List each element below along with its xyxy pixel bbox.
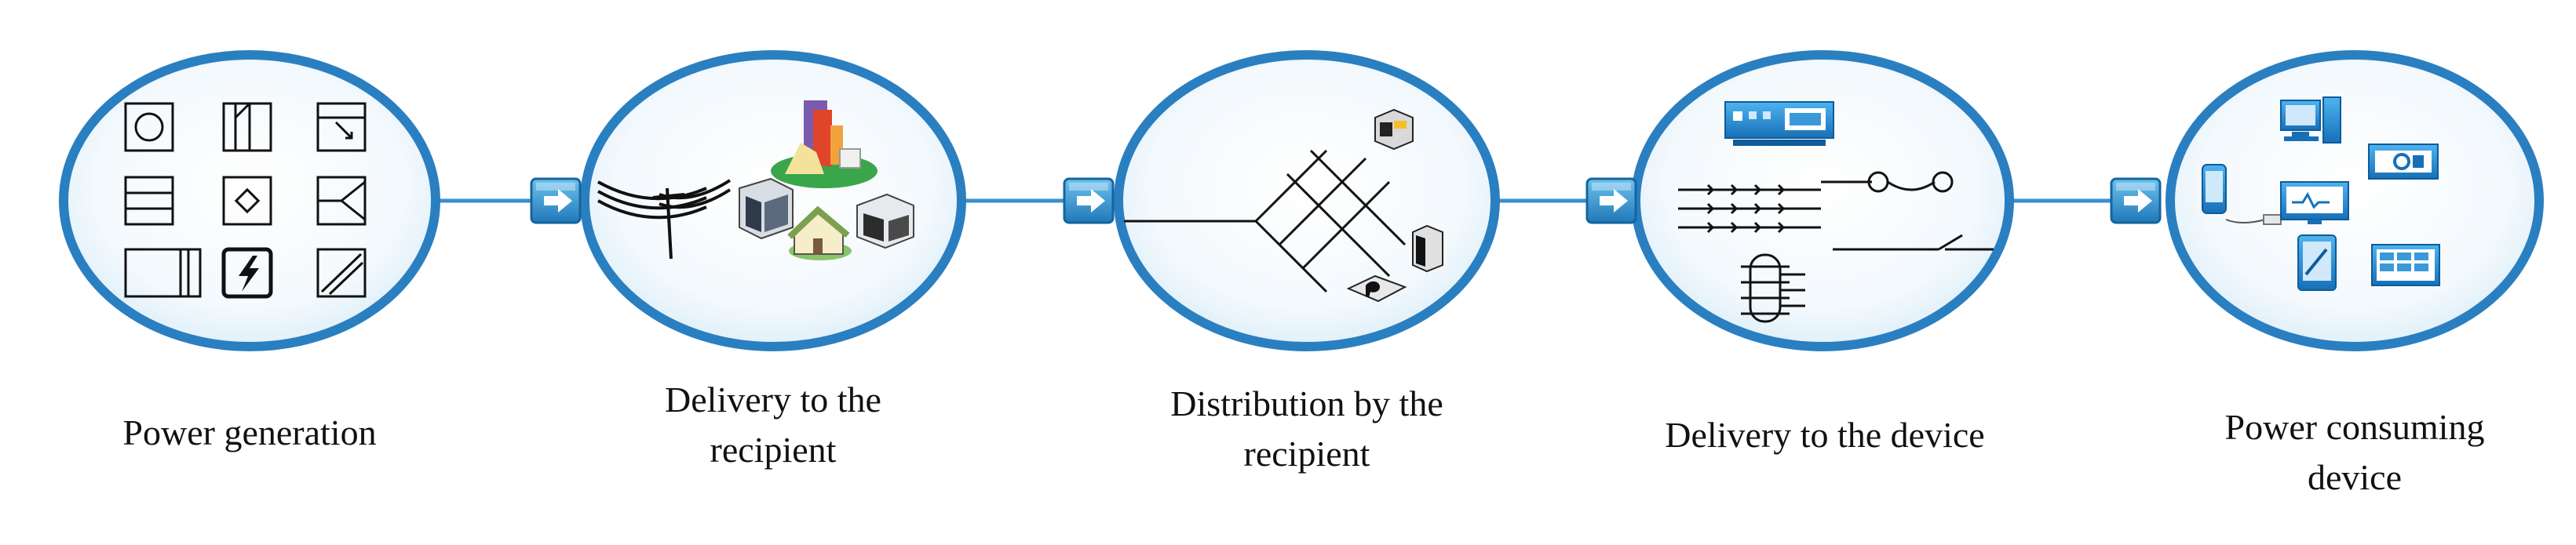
switchboard-schematic-icon (1678, 101, 1994, 323)
office-building-icon (739, 177, 794, 240)
arrow-right-icon (530, 177, 582, 224)
mobile-phone-icon (2202, 164, 2282, 225)
stage-5-ellipse (2166, 50, 2544, 351)
stage-label-delivery-to-recipient: Delivery to the recipient (665, 380, 881, 470)
consumer-devices-icon (2202, 96, 2440, 291)
generator-symbols-grid-icon (124, 102, 367, 299)
meter-icon (1374, 108, 1414, 151)
mouse-pad-icon (1346, 274, 1407, 303)
arrow-right-icon (2110, 177, 2162, 224)
desktop-computer-icon (2280, 96, 2341, 144)
monitor-icon (2280, 181, 2349, 224)
store-icon (856, 193, 914, 249)
crossing-lines-network-icon (1124, 149, 1407, 293)
router-icon (2368, 144, 2439, 180)
arrow-boxes (530, 177, 2162, 224)
stage-1-ellipse (59, 50, 440, 351)
cabinet-icon (1412, 224, 1443, 273)
stage-label-distribution-by-recipient: Distribution by the recipient (1170, 383, 1443, 474)
stage-label-delivery-to-device: Delivery to the device (1665, 415, 1985, 455)
panel-icon (1724, 101, 1834, 146)
factory-icon (771, 100, 878, 188)
keypad-icon (2371, 244, 2440, 286)
stage-label-power-generation: Power generation (122, 412, 377, 452)
stage-label-power-consuming-device: Power consuming device (2224, 407, 2485, 497)
arrow-right-icon (1063, 177, 1115, 224)
power-line-and-buildings-icon (597, 100, 914, 260)
stage-4-ellipse (1631, 50, 2014, 351)
arrow-right-icon (1585, 177, 1637, 224)
house-icon (787, 205, 852, 260)
stage-3-ellipse (1114, 50, 1500, 351)
tablet-pen-icon (2297, 234, 2337, 291)
stage-ellipses (59, 50, 2544, 351)
